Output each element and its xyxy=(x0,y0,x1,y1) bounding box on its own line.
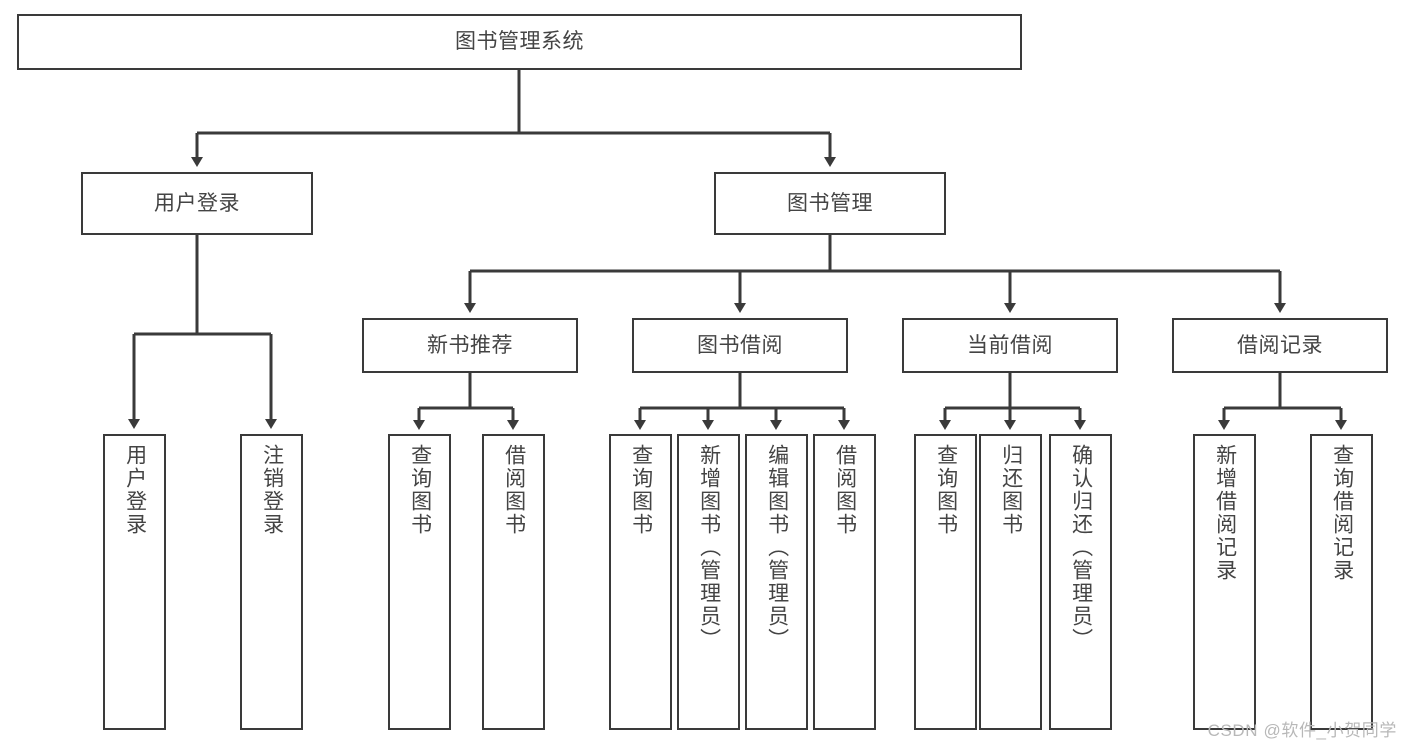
leaf-borrow-book-2-label: 借阅图书 xyxy=(833,444,857,536)
leaf-add-book[interactable]: 新增图书（管理员） xyxy=(677,434,740,730)
leaf-add-borrow-record[interactable]: 新增借阅记录 xyxy=(1193,434,1256,730)
leaf-query-borrow-record[interactable]: 查询借阅记录 xyxy=(1310,434,1373,730)
leaf-logout-label: 注销登录 xyxy=(260,444,284,536)
node-book-manage[interactable]: 图书管理 xyxy=(714,172,946,235)
node-user-login-label: 用户登录 xyxy=(154,191,240,215)
leaf-query-book-2-label: 查询图书 xyxy=(629,444,653,536)
leaf-query-book-3-label: 查询图书 xyxy=(934,444,958,536)
leaf-confirm-return-label: 确认归还（管理员） xyxy=(1069,444,1093,651)
node-borrow-record-label: 借阅记录 xyxy=(1237,333,1323,357)
leaf-edit-book-label: 编辑图书（管理员） xyxy=(765,444,789,651)
leaf-logout[interactable]: 注销登录 xyxy=(240,434,303,730)
leaf-user-login[interactable]: 用户登录 xyxy=(103,434,166,730)
leaf-add-borrow-record-label: 新增借阅记录 xyxy=(1213,444,1237,582)
node-borrow-record[interactable]: 借阅记录 xyxy=(1172,318,1388,373)
node-new-book-recommend[interactable]: 新书推荐 xyxy=(362,318,578,373)
node-new-book-recommend-label: 新书推荐 xyxy=(427,333,513,357)
leaf-query-borrow-record-label: 查询借阅记录 xyxy=(1330,444,1354,582)
leaf-add-book-label: 新增图书（管理员） xyxy=(697,444,721,651)
node-book-borrow[interactable]: 图书借阅 xyxy=(632,318,848,373)
leaf-return-book[interactable]: 归还图书 xyxy=(979,434,1042,730)
node-current-borrow[interactable]: 当前借阅 xyxy=(902,318,1118,373)
leaf-borrow-book-1[interactable]: 借阅图书 xyxy=(482,434,545,730)
leaf-query-book-3[interactable]: 查询图书 xyxy=(914,434,977,730)
node-user-login[interactable]: 用户登录 xyxy=(81,172,313,235)
leaf-return-book-label: 归还图书 xyxy=(999,444,1023,536)
node-current-borrow-label: 当前借阅 xyxy=(967,333,1053,357)
node-root[interactable]: 图书管理系统 xyxy=(17,14,1022,70)
node-root-label: 图书管理系统 xyxy=(455,30,584,54)
leaf-borrow-book-2[interactable]: 借阅图书 xyxy=(813,434,876,730)
node-book-borrow-label: 图书借阅 xyxy=(697,333,783,357)
leaf-borrow-book-1-label: 借阅图书 xyxy=(502,444,526,536)
leaf-edit-book[interactable]: 编辑图书（管理员） xyxy=(745,434,808,730)
csdn-watermark: CSDN @软件_小贺同学 xyxy=(1207,721,1397,740)
node-book-manage-label: 图书管理 xyxy=(787,191,873,215)
leaf-query-book-2[interactable]: 查询图书 xyxy=(609,434,672,730)
leaf-query-book-1[interactable]: 查询图书 xyxy=(388,434,451,730)
leaf-query-book-1-label: 查询图书 xyxy=(408,444,432,536)
leaf-user-login-label: 用户登录 xyxy=(123,444,147,536)
leaf-confirm-return[interactable]: 确认归还（管理员） xyxy=(1049,434,1112,730)
